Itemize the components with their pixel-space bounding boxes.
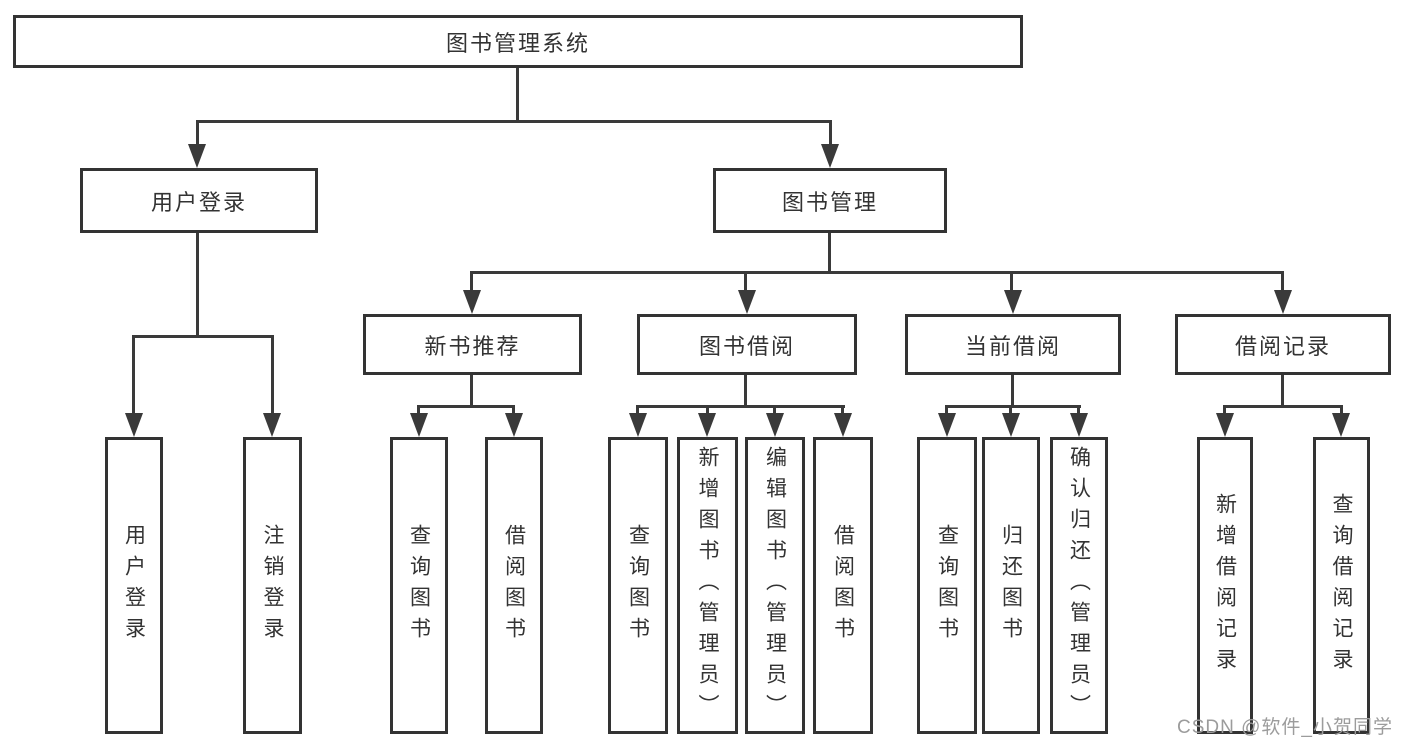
connector-line xyxy=(636,405,639,419)
node-user-login-label: 用户登录 xyxy=(150,189,247,215)
leaf-user-login-label: 用户登录 xyxy=(122,523,146,648)
arrow-down-icon xyxy=(1332,413,1350,437)
arrow-down-icon xyxy=(263,413,281,437)
leaf-borrow-book-label: 借阅图书 xyxy=(831,523,855,648)
connector-line xyxy=(470,271,473,293)
leaf-newbook-query-label: 查询图书 xyxy=(407,523,431,648)
connector-line xyxy=(196,120,832,123)
leaf-borrow-book: 借阅图书 xyxy=(813,437,873,734)
watermark: CSDN @软件_小贺同学 xyxy=(1177,717,1393,738)
arrow-down-icon xyxy=(834,413,852,437)
leaf-record-query-label: 查询借阅记录 xyxy=(1330,492,1353,679)
connector-line xyxy=(945,405,948,419)
leaf-return-book-label: 归还图书 xyxy=(999,523,1023,648)
connector-line xyxy=(828,233,831,274)
connector-line xyxy=(132,335,274,338)
arrow-down-icon xyxy=(738,290,756,314)
connector-line xyxy=(1281,375,1284,407)
arrow-down-icon xyxy=(505,413,523,437)
arrow-down-icon xyxy=(1004,290,1022,314)
connector-line xyxy=(516,68,519,122)
connector-line xyxy=(841,405,844,419)
connector-line xyxy=(1340,405,1343,419)
node-current-borrow: 当前借阅 xyxy=(905,314,1121,375)
leaf-borrow-query: 查询图书 xyxy=(608,437,668,734)
node-book-borrow: 图书借阅 xyxy=(637,314,857,375)
connector-line xyxy=(945,405,1081,408)
connector-line xyxy=(512,405,515,419)
connector-line xyxy=(829,120,832,152)
arrow-down-icon xyxy=(463,290,481,314)
leaf-borrow-add-admin-label: 新增图书（管理员） xyxy=(696,446,719,725)
leaf-borrow-edit-admin: 编辑图书（管理员） xyxy=(745,437,805,734)
leaf-logout-label: 注销登录 xyxy=(261,523,284,648)
node-borrow-record: 借阅记录 xyxy=(1175,314,1391,375)
arrow-down-icon xyxy=(1274,290,1292,314)
arrow-down-icon xyxy=(938,413,956,437)
leaf-borrow-query-label: 查询图书 xyxy=(626,523,650,648)
leaf-borrow-edit-admin-label: 编辑图书（管理员） xyxy=(763,446,787,725)
connector-line xyxy=(271,335,274,418)
node-book-borrow-label: 图书借阅 xyxy=(698,333,795,359)
node-new-book-recommend-label: 新书推荐 xyxy=(424,333,521,359)
leaf-return-book: 归还图书 xyxy=(982,437,1040,734)
connector-line xyxy=(1009,405,1012,419)
node-book-management: 图书管理 xyxy=(713,168,947,233)
arrow-down-icon xyxy=(766,413,784,437)
connector-line xyxy=(1011,375,1014,407)
arrow-down-icon xyxy=(410,413,428,437)
leaf-current-query: 查询图书 xyxy=(917,437,977,734)
connector-line xyxy=(417,405,420,419)
leaf-current-query-label: 查询图书 xyxy=(935,523,959,648)
arrow-down-icon xyxy=(1002,413,1020,437)
connector-line xyxy=(706,405,709,419)
node-current-borrow-label: 当前借阅 xyxy=(964,333,1061,359)
leaf-user-login: 用户登录 xyxy=(105,437,163,734)
connector-line xyxy=(470,271,1284,274)
node-borrow-record-label: 借阅记录 xyxy=(1234,333,1331,359)
leaf-record-add: 新增借阅记录 xyxy=(1197,437,1253,734)
connector-line xyxy=(1223,405,1343,408)
arrow-down-icon xyxy=(821,144,839,168)
arrow-down-icon xyxy=(1216,413,1234,437)
leaf-record-add-label: 新增借阅记录 xyxy=(1213,492,1237,679)
connector-line xyxy=(1077,405,1080,419)
connector-line xyxy=(196,120,199,152)
leaf-confirm-return-admin-label: 确认归还（管理员） xyxy=(1067,446,1091,725)
connector-line xyxy=(636,405,845,408)
node-user-login: 用户登录 xyxy=(80,168,318,233)
connector-line xyxy=(132,335,135,418)
connector-line xyxy=(1281,271,1284,293)
leaf-newbook-borrow: 借阅图书 xyxy=(485,437,543,734)
leaf-confirm-return-admin: 确认归还（管理员） xyxy=(1050,437,1108,734)
arrow-down-icon xyxy=(125,413,143,437)
connector-line xyxy=(470,375,473,407)
connector-line xyxy=(1010,271,1013,293)
arrow-down-icon xyxy=(188,144,206,168)
arrow-down-icon xyxy=(1070,413,1088,437)
leaf-borrow-add-admin: 新增图书（管理员） xyxy=(677,437,738,734)
arrow-down-icon xyxy=(629,413,647,437)
connector-line xyxy=(417,405,515,408)
connector-line xyxy=(773,405,776,419)
node-book-management-label: 图书管理 xyxy=(781,189,878,215)
node-root-label: 图书管理系统 xyxy=(445,30,590,56)
arrow-down-icon xyxy=(698,413,716,437)
node-new-book-recommend: 新书推荐 xyxy=(363,314,582,375)
node-root-system: 图书管理系统 xyxy=(13,15,1023,68)
connector-line xyxy=(196,233,199,335)
leaf-logout: 注销登录 xyxy=(243,437,302,734)
leaf-record-query: 查询借阅记录 xyxy=(1313,437,1370,734)
leaf-newbook-borrow-label: 借阅图书 xyxy=(502,523,526,648)
connector-line xyxy=(744,271,747,293)
connector-line xyxy=(744,375,747,407)
connector-line xyxy=(1223,405,1226,419)
leaf-newbook-query: 查询图书 xyxy=(390,437,448,734)
